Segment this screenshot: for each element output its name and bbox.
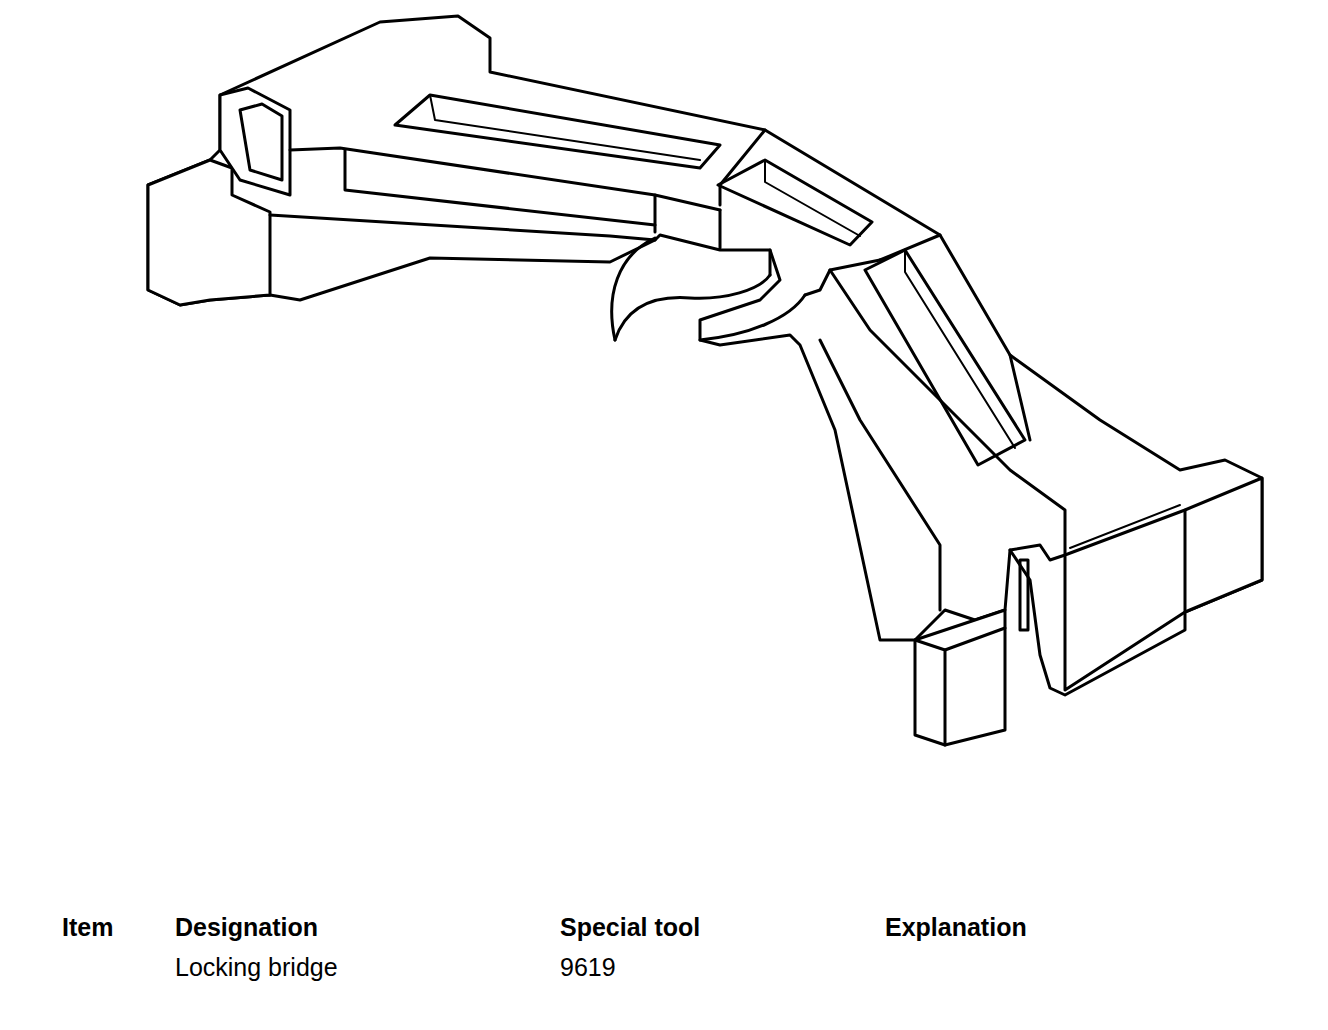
- arm-edge: [1010, 355, 1030, 440]
- right-foot-edge: [915, 640, 945, 745]
- right-notch: [1020, 560, 1028, 630]
- table-header: Explanation: [885, 912, 1027, 942]
- table-header: Special tool: [560, 912, 700, 942]
- fork-edge: [769, 250, 772, 275]
- arm-edge: [270, 215, 655, 240]
- slot: [865, 250, 1025, 465]
- right-block-edge: [1184, 510, 1187, 612]
- table-cell: Locking bridge: [175, 952, 338, 982]
- arm-edge: [719, 210, 722, 248]
- fork-arc: [612, 238, 655, 340]
- right-notch: [1010, 545, 1065, 560]
- slot-inner: [765, 160, 860, 236]
- slot: [718, 160, 872, 245]
- slot-inner: [430, 95, 700, 160]
- arm-edge: [345, 150, 655, 225]
- table-header: Designation: [175, 912, 318, 942]
- arm-edge: [654, 195, 657, 232]
- table-header: Item: [62, 912, 113, 942]
- arm-edge: [720, 130, 765, 205]
- right-block-edge: [1070, 505, 1180, 548]
- bridge-outline: [148, 16, 1262, 695]
- right-foot: [915, 610, 1005, 745]
- fork-arc: [700, 295, 805, 340]
- left-slot: [240, 104, 282, 180]
- slot-inner: [905, 250, 1015, 448]
- left-upper-foot: [220, 88, 290, 195]
- right-block: [1065, 478, 1262, 690]
- table-cell: 9619: [560, 952, 616, 982]
- right-foot-edge: [945, 628, 1005, 650]
- slot: [395, 95, 720, 168]
